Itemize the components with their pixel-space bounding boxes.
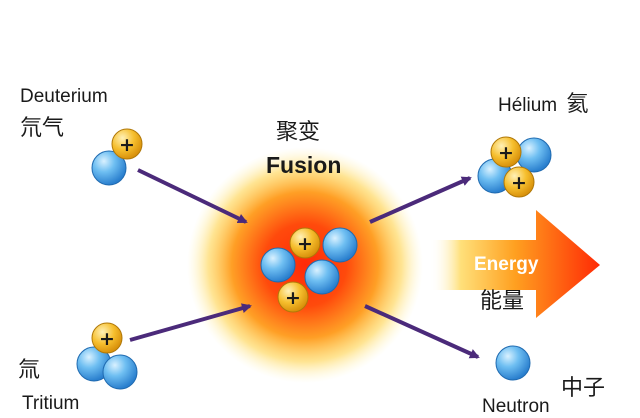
arrow-fusion-to-helium <box>369 176 472 224</box>
proton-particle <box>91 322 123 354</box>
free-neutron <box>495 345 531 381</box>
arrow-tritium-to-fusion <box>129 303 252 342</box>
tritium-label: Tritium <box>22 393 80 414</box>
neutron-particle <box>91 150 127 186</box>
fusion-chinese-title: 聚变 <box>276 120 321 145</box>
fusion-diagram: + + + + + + D <box>18 86 606 417</box>
proton-particle <box>490 136 522 168</box>
arrow-fusion-to-neutron <box>364 304 480 359</box>
proton-plus-symbol: + <box>285 287 301 309</box>
deuterium-label: Deuterium <box>20 86 108 107</box>
fusion-cluster: + + <box>260 227 358 313</box>
neutron-particle <box>304 259 340 295</box>
proton-plus-symbol: + <box>511 172 527 194</box>
helium-nucleus: + + <box>477 136 552 198</box>
tritium-nucleus: + <box>76 322 138 390</box>
neutron-label: Neutron <box>482 396 550 417</box>
proton-plus-symbol: + <box>99 328 115 350</box>
proton-particle <box>111 128 143 160</box>
fusion-title: Fusion <box>266 152 342 178</box>
proton-particle <box>277 281 309 313</box>
neutron-chinese-label: 中子 <box>561 376 606 401</box>
deuterium-chinese-label: 氘气 <box>20 116 65 141</box>
tritium-chinese-label: 氚 <box>18 358 41 383</box>
proton-plus-symbol: + <box>297 233 313 255</box>
energy-chinese-label: 能量 <box>480 289 525 314</box>
proton-particle <box>289 227 321 259</box>
proton-plus-symbol: + <box>498 142 514 164</box>
arrow-deuterium-to-fusion <box>137 168 248 224</box>
fusion-diagram-graphic: + + + + + + <box>76 128 600 390</box>
neutron-particle <box>260 247 296 283</box>
neutron-particle <box>102 354 138 390</box>
energy-arrow <box>430 210 600 318</box>
proton-plus-symbol: + <box>119 134 135 156</box>
helium-english-label: Hélium <box>498 95 558 116</box>
deuterium-nucleus: + <box>91 128 143 186</box>
energy-label: Energy <box>474 254 539 275</box>
proton-particle <box>503 166 535 198</box>
helium-label: Hélium 氦 <box>498 86 588 118</box>
helium-chinese-label: 氦 <box>566 92 589 117</box>
fusion-glow <box>187 147 423 383</box>
neutron-particle <box>322 227 358 263</box>
